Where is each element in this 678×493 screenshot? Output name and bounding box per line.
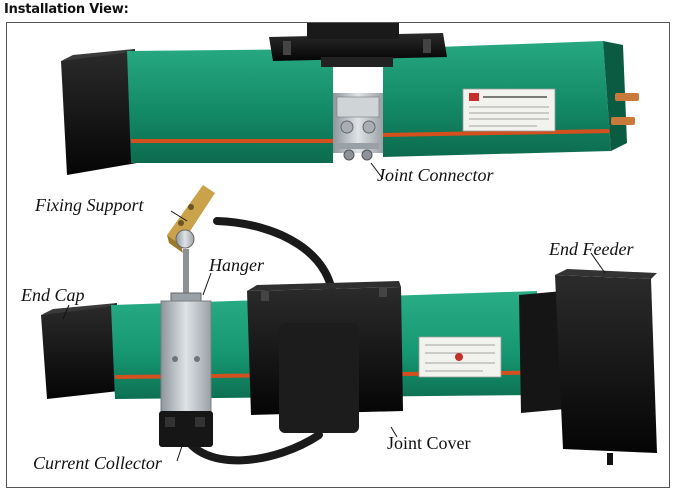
end-feeder-box [519, 269, 657, 465]
label-fixing-support: Fixing Support [35, 195, 144, 215]
joint-connector-leader [370, 162, 384, 180]
top-nameplate [462, 88, 556, 132]
bottom-nameplate [418, 336, 502, 378]
joint-cover-box [247, 281, 403, 433]
installation-illustration [41, 23, 657, 465]
label-current-collector: Current Collector [33, 453, 162, 473]
top-rail-body-left [127, 49, 333, 163]
top-joint-clamp [269, 23, 447, 67]
current-collector-body [159, 411, 213, 447]
top-rail-assembly [61, 23, 639, 175]
hanger-clamp [160, 292, 212, 416]
label-end-feeder: End Feeder [549, 239, 634, 259]
bottom-rail-assembly [41, 185, 657, 465]
hanger-threaded-rod [183, 249, 189, 299]
label-hanger: Hanger [209, 255, 264, 275]
joint-connector-hardware [333, 93, 383, 161]
label-end-cap: End Cap [21, 285, 85, 305]
top-end-cap [61, 49, 137, 175]
bottom-end-cap [41, 303, 119, 399]
fixing-support-bracket [167, 185, 215, 253]
bottom-leader-lines [62, 210, 606, 462]
label-joint-connector: Joint Connector [377, 165, 494, 185]
label-joint-cover: Joint Cover [387, 433, 471, 453]
page-heading: Installation View: [4, 2, 129, 17]
installation-photo-frame: Joint Connector Fixing Support Hanger En… [6, 22, 670, 488]
